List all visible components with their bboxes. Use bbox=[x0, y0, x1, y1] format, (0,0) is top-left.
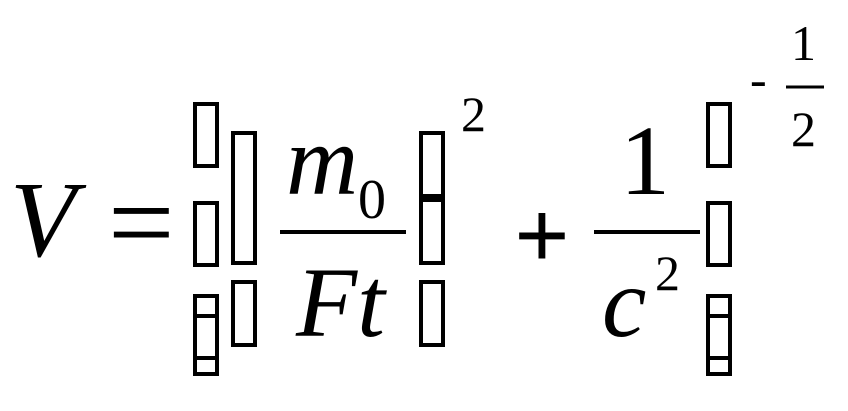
inner-exponent: 2 bbox=[461, 86, 486, 142]
inner-numerator-m: m bbox=[286, 105, 358, 216]
second-numerator: 1 bbox=[620, 105, 670, 216]
lhs-variable: V bbox=[10, 161, 87, 280]
inner-right-paren-glyph bbox=[419, 131, 445, 347]
outer-right-bracket-glyph bbox=[706, 102, 732, 376]
outer-exponent-numerator: 1 bbox=[791, 15, 816, 71]
plus-sign: + bbox=[514, 182, 570, 290]
outer-exponent-sign: - bbox=[750, 51, 767, 107]
inner-denominator: Ft bbox=[295, 247, 387, 358]
second-denominator-c: c bbox=[602, 247, 646, 358]
second-denominator-exponent: 2 bbox=[655, 245, 680, 301]
inner-left-paren-glyph bbox=[231, 131, 257, 347]
inner-numerator-subscript: 0 bbox=[358, 169, 386, 231]
outer-exponent-denominator: 2 bbox=[791, 101, 816, 157]
outer-left-bracket-glyph bbox=[193, 102, 219, 376]
equals-sign: = bbox=[108, 157, 175, 288]
